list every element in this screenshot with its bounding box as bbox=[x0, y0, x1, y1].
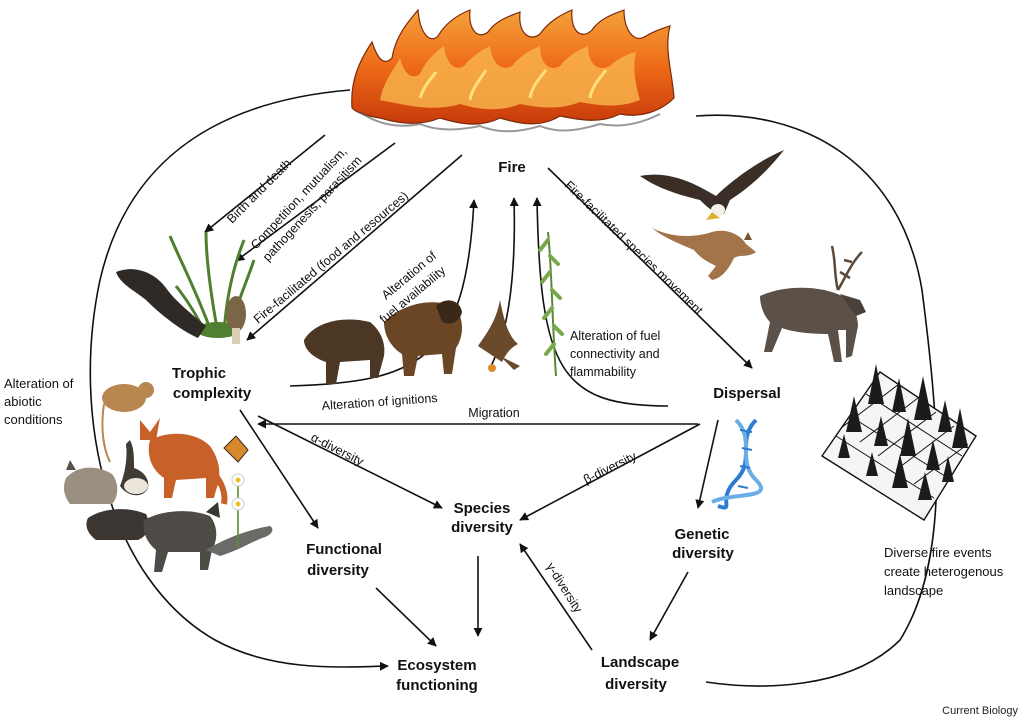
node-species-diversity-line2: diversity bbox=[451, 519, 513, 536]
node-genetic-diversity-line1: Genetic bbox=[674, 526, 729, 543]
log-icon bbox=[116, 269, 206, 338]
note-landscape-line3: landscape bbox=[884, 583, 943, 598]
note-landscape-line2: create heterogenous bbox=[884, 564, 1004, 579]
goose-icon bbox=[120, 440, 149, 496]
node-trophic-complexity-line1: Trophic bbox=[172, 365, 226, 382]
node-ecosystem-functioning-line1: Ecosystem bbox=[397, 657, 476, 674]
edge-label-abiotic-line3: conditions bbox=[4, 412, 63, 427]
node-fire: Fire bbox=[498, 159, 526, 176]
node-trophic-complexity-line2: complexity bbox=[173, 385, 252, 402]
edge-label-ignitions: Alteration of ignitions bbox=[321, 391, 438, 413]
butterfly-icon bbox=[223, 435, 249, 463]
arrows bbox=[204, 134, 753, 651]
fire-icon bbox=[351, 8, 675, 133]
edge-label-alpha-diversity: α-diversity bbox=[309, 430, 367, 469]
edge-label-fuel-connectivity-line2: connectivity and bbox=[570, 347, 660, 361]
edge-label-abiotic-line1: Alteration of bbox=[4, 376, 74, 391]
node-functional-diversity-line1: Functional bbox=[306, 541, 382, 558]
edge-label-migration: Migration bbox=[468, 406, 519, 420]
forest-grid-icon bbox=[821, 364, 977, 521]
node-landscape-diversity-line2: diversity bbox=[605, 676, 667, 693]
vole-icon bbox=[101, 382, 154, 463]
mushroom-icon bbox=[226, 296, 246, 344]
node-dispersal: Dispersal bbox=[713, 385, 781, 402]
edge-label-competition-line1: Competition, mutualism, bbox=[248, 144, 350, 252]
node-genetic-diversity-line2: diversity bbox=[672, 545, 734, 562]
fox-icon bbox=[140, 418, 228, 505]
grass-sprig-icon bbox=[538, 231, 564, 377]
lynx-icon bbox=[63, 460, 118, 504]
wildebeest-icon bbox=[143, 502, 220, 572]
hawk-icon bbox=[478, 300, 520, 372]
eagle-icon bbox=[640, 150, 784, 220]
kangaroo-icon bbox=[652, 228, 756, 280]
caribou-icon bbox=[760, 245, 866, 362]
edge-label-abiotic-line2: abiotic bbox=[4, 394, 42, 409]
lizard-icon bbox=[206, 526, 273, 556]
bison-icon bbox=[304, 300, 462, 384]
daisy-icon bbox=[231, 473, 245, 548]
tussock-grass-icon bbox=[168, 231, 256, 338]
dna-icon bbox=[711, 418, 764, 510]
boar-icon bbox=[86, 509, 149, 540]
edge-label-fuel-connectivity-line3: flammability bbox=[570, 365, 637, 379]
node-landscape-diversity-line1: Landscape bbox=[601, 654, 679, 671]
node-functional-diversity-line2: diversity bbox=[307, 562, 369, 579]
publisher-credit: Current Biology bbox=[942, 705, 1018, 717]
note-landscape-line1: Diverse fire events bbox=[884, 545, 992, 560]
node-ecosystem-functioning-line2: functioning bbox=[396, 677, 478, 694]
edge-label-fuel-connectivity-line1: Alteration of fuel bbox=[570, 329, 660, 343]
edge-label-beta-diversity: β-diversity bbox=[581, 449, 639, 487]
node-species-diversity-line1: Species bbox=[454, 500, 511, 517]
edge-label-species-movement: Fire-facilitated species movement bbox=[562, 178, 706, 318]
